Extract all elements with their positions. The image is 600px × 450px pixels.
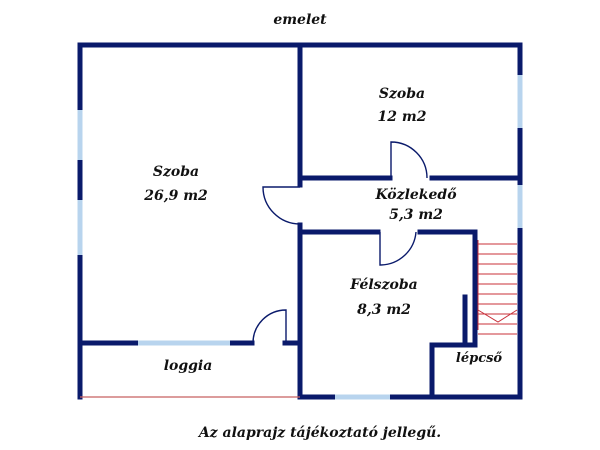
door-loggia	[252, 309, 287, 344]
room-area-felszoba: 8,3 m2	[357, 302, 411, 318]
room-name-loggia: loggia	[164, 358, 213, 374]
room-name-lepcso: lépcső	[456, 351, 503, 366]
door-felszoba	[379, 231, 417, 266]
room-name-szoba-small: Szoba	[379, 86, 425, 102]
room-area-szoba-small: 12 m2	[378, 109, 427, 125]
stairs	[477, 240, 518, 335]
door-szoba-large	[262, 186, 301, 225]
doors	[252, 141, 428, 344]
door-szoba-small	[390, 141, 428, 179]
room-name-felszoba: Félszoba	[349, 277, 417, 293]
windows	[77, 75, 523, 400]
room-area-szoba-large: 26,9 m2	[143, 188, 208, 204]
room-name-kozlekedo: Közlekedő	[374, 187, 457, 203]
room-labels: Szoba 26,9 m2 Szoba 12 m2 Közlekedő 5,3 …	[143, 86, 502, 374]
interior-walls	[77, 42, 523, 400]
room-area-kozlekedo: 5,3 m2	[389, 207, 443, 223]
room-name-szoba-large: Szoba	[153, 164, 199, 180]
disclaimer-note: Az alaprajz tájékoztató jellegű.	[197, 425, 441, 441]
stair-direction-arrow	[477, 309, 518, 323]
floor-title: emelet	[273, 12, 327, 28]
